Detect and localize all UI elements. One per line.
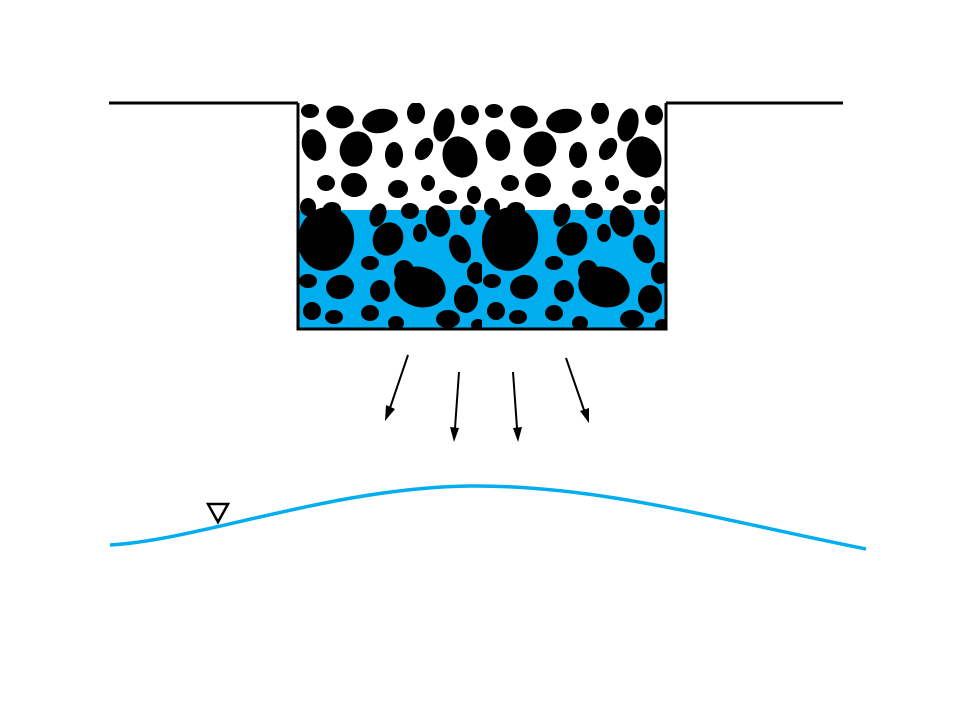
inverted-triangle-icon [205, 502, 231, 525]
arrow-down-icon [512, 371, 522, 442]
gravel-fill [298, 103, 666, 329]
arrow-down-icon [450, 371, 460, 442]
arrow-down-left-icon [385, 354, 409, 421]
groundwater-table [109, 484, 867, 551]
pit-outline [296, 103, 668, 331]
infiltration-arrows [385, 354, 589, 442]
infiltration-pit [298, 103, 666, 329]
arrow-down-right-icon [565, 357, 589, 423]
